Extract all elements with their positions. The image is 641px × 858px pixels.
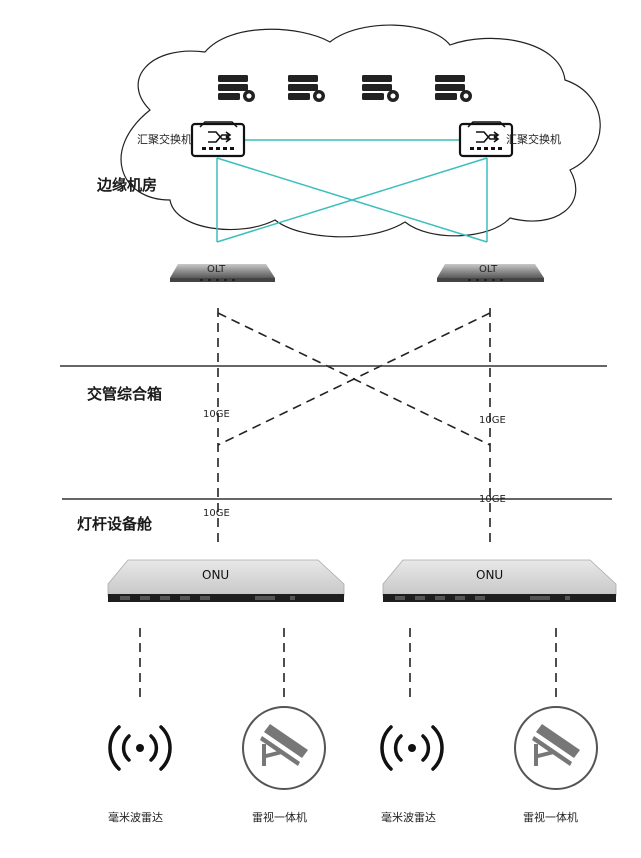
zone-label-edge-room: 边缘机房 <box>97 176 158 194</box>
terminal-label-radar-1: 毫米波雷达 <box>108 811 163 824</box>
link-label-right-lower: 10GE <box>479 494 506 505</box>
server-icon <box>288 75 325 102</box>
server-icon <box>218 75 255 102</box>
onu-label-right: ONU <box>476 568 504 582</box>
onu-icon <box>107 559 345 602</box>
terminal-links <box>139 628 557 700</box>
zone-label-traffic-box: 交管综合箱 <box>87 385 163 403</box>
radar-icon <box>108 725 172 771</box>
fiber-links <box>216 139 488 243</box>
camera-icon <box>514 706 598 790</box>
server-icon <box>362 75 399 102</box>
olt-label-left: OLT <box>207 264 226 275</box>
onu-label-left: ONU <box>202 568 230 582</box>
onu-icon <box>382 559 617 602</box>
terminal-label-camera-2: 雷视一体机 <box>523 811 578 824</box>
olt-icon <box>170 264 275 282</box>
olt-label-right: OLT <box>479 264 498 275</box>
switch-label-left: 汇聚交换机 <box>137 133 192 146</box>
zone-label-pole-cabin: 灯杆设备舱 <box>77 515 153 533</box>
terminal-label-radar-2: 毫米波雷达 <box>381 811 436 824</box>
server-icon <box>435 75 472 102</box>
dashed-links <box>217 308 491 545</box>
switch-icon <box>458 121 514 158</box>
switch-label-right: 汇聚交换机 <box>506 133 561 146</box>
switch-icon <box>190 121 246 158</box>
link-label-left-upper: 10GE <box>203 409 230 420</box>
link-label-right-upper: 10GE <box>479 415 506 426</box>
radar-icon <box>380 725 444 771</box>
link-label-left-lower: 10GE <box>203 508 230 519</box>
terminal-label-camera-1: 雷视一体机 <box>252 811 307 824</box>
camera-icon <box>242 706 326 790</box>
olt-icon <box>437 264 544 282</box>
